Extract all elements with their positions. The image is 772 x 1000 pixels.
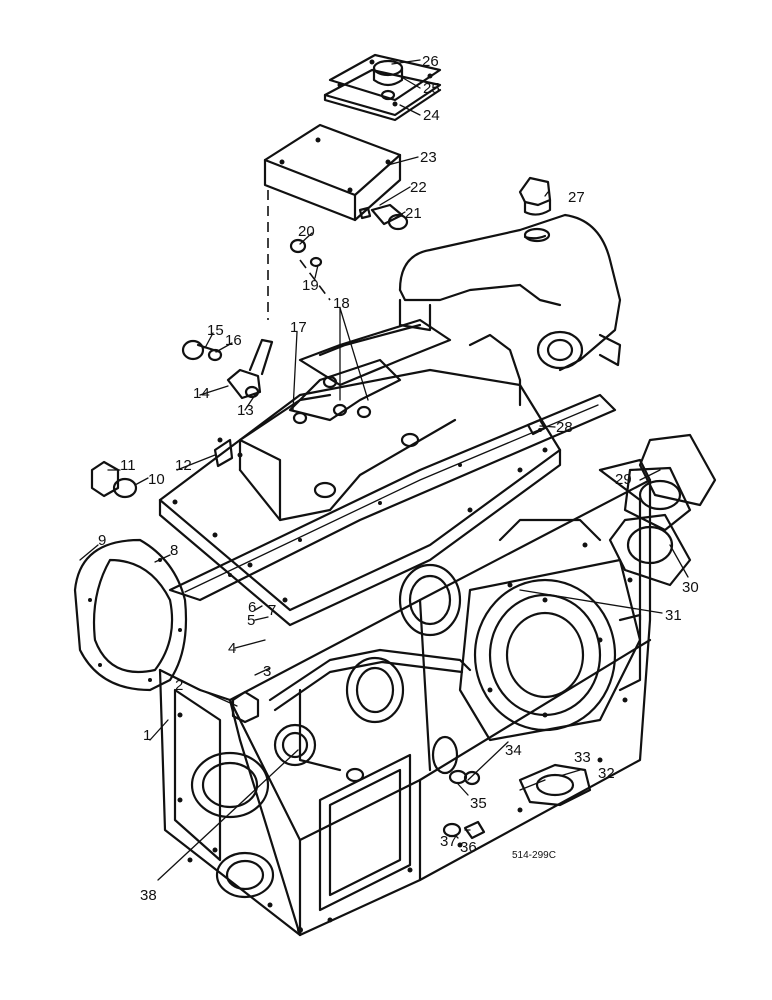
callout-24: 24 — [423, 107, 440, 124]
callout-13: 13 — [237, 402, 254, 419]
top-plate — [263, 123, 402, 222]
callout-7: 7 — [268, 602, 276, 619]
plugs-and-washers — [442, 769, 486, 840]
side-cover-plates — [608, 433, 717, 587]
callout-32: 32 — [598, 765, 615, 782]
callout-23: 23 — [420, 149, 437, 166]
upper-housing — [398, 213, 622, 407]
drawing-code: 514-299C — [512, 850, 556, 861]
callout-18: 18 — [333, 295, 350, 312]
callout-12: 12 — [175, 457, 192, 474]
callout-19: 19 — [302, 277, 319, 294]
callout-9: 9 — [98, 532, 106, 549]
o-ring — [289, 238, 323, 268]
small-cover-plate — [518, 763, 592, 807]
callout-4: 4 — [228, 640, 236, 657]
callout-8: 8 — [170, 542, 178, 559]
callout-31: 31 — [665, 607, 682, 624]
filler-cap — [518, 176, 552, 243]
callout-15: 15 — [207, 322, 224, 339]
callout-10: 10 — [148, 471, 165, 488]
callout-25: 25 — [423, 80, 440, 97]
callout-1: 1 — [143, 727, 151, 744]
callout-21: 21 — [405, 205, 422, 222]
callout-34: 34 — [505, 742, 522, 759]
callout-35: 35 — [470, 795, 487, 812]
callout-labels: 1 2 3 4 5 6 7 8 9 10 11 12 13 14 15 16 1… — [98, 53, 699, 904]
flange-gasket — [73, 538, 188, 692]
top-cover-plate — [323, 53, 442, 122]
callout-17: 17 — [290, 319, 307, 336]
callout-37: 37 — [440, 833, 457, 850]
callout-27: 27 — [568, 189, 585, 206]
callout-33: 33 — [574, 749, 591, 766]
callout-30: 30 — [682, 579, 699, 596]
callout-5: 5 — [247, 612, 255, 629]
breather-cap — [372, 59, 404, 101]
callout-11: 11 — [120, 457, 136, 474]
callout-20: 20 — [298, 223, 315, 240]
callout-3: 3 — [263, 663, 271, 680]
housing-gasket — [168, 393, 617, 602]
callout-38: 38 — [140, 887, 157, 904]
callout-2: 2 — [175, 677, 183, 694]
pipe-fitting — [358, 203, 409, 231]
drain-plug — [90, 460, 138, 499]
callout-26: 26 — [422, 53, 439, 70]
main-cover-plate — [158, 318, 562, 627]
leader-lines — [79, 59, 689, 881]
callout-14: 14 — [193, 385, 210, 402]
gearbox-casing — [158, 458, 652, 937]
callout-16: 16 — [225, 332, 242, 349]
selector-lever — [181, 338, 274, 400]
callout-6: 6 — [248, 599, 256, 616]
callout-36: 36 — [460, 839, 477, 856]
callout-29: 29 — [615, 471, 632, 488]
callout-22: 22 — [410, 179, 427, 196]
callout-28: 28 — [556, 419, 573, 436]
